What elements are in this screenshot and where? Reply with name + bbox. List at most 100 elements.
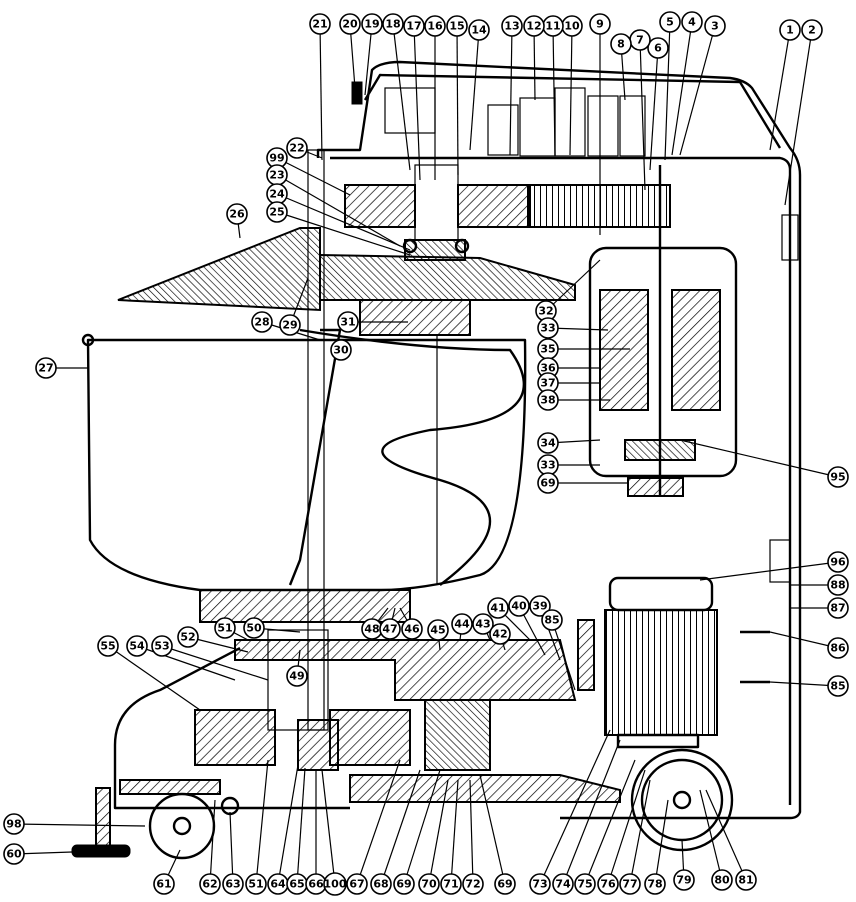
part-label-43: 43 [472, 613, 494, 635]
leader-line [13, 823, 146, 827]
part-number: 60 [6, 848, 22, 861]
part-label-35: 35 [537, 338, 559, 360]
leader-line [769, 681, 839, 687]
part-label-47: 47 [379, 618, 401, 640]
leader-line [380, 769, 421, 885]
part-label-27: 27 [35, 357, 57, 379]
second-motor-fins [604, 609, 718, 736]
part-label-26: 26 [226, 203, 248, 225]
side-panel-88 [769, 539, 791, 583]
part-label-46: 46 [401, 618, 423, 640]
part-label-79: 79 [673, 869, 695, 891]
leader-line [356, 759, 401, 885]
leader-line [469, 779, 474, 885]
leader-line [699, 789, 723, 881]
leader-line [664, 21, 671, 161]
part-label-39: 39 [529, 595, 551, 617]
part-number: 41 [490, 602, 505, 615]
part-label-22: 22 [286, 137, 308, 159]
part-label-24: 24 [266, 183, 288, 205]
part-number: 63 [225, 878, 240, 891]
part-number: 74 [555, 878, 571, 891]
breaker-bar [288, 328, 342, 586]
leader-line [276, 211, 411, 256]
part-number: 53 [154, 640, 169, 653]
part-number: 51 [248, 878, 263, 891]
leader-line [629, 779, 651, 885]
motor-base-bearing [624, 439, 696, 461]
part-number: 75 [577, 878, 592, 891]
part-number: 16 [427, 20, 443, 33]
leader-line [450, 779, 459, 885]
part-number: 24 [269, 188, 285, 201]
part-number: 12 [526, 20, 541, 33]
part-label-81: 81 [735, 869, 757, 891]
part-label-7: 7 [629, 29, 651, 51]
part-label-9: 9 [589, 13, 611, 35]
leader-line [255, 759, 269, 885]
part-number: 32 [538, 305, 553, 318]
part-label-17: 17 [403, 15, 425, 37]
part-number: 81 [738, 874, 753, 887]
part-number: 68 [373, 878, 388, 891]
part-label-25: 25 [266, 201, 288, 223]
part-label-98: 98 [3, 813, 25, 835]
part-label-75: 75 [574, 873, 596, 895]
part-label-15: 15 [446, 15, 468, 37]
part-label-21: 21 [309, 13, 331, 35]
leader-line [276, 174, 401, 247]
leader-line [769, 631, 839, 649]
part-number: 6 [654, 42, 662, 55]
motor-foot [627, 477, 684, 497]
part-number: 36 [540, 362, 556, 375]
lid-right [319, 253, 576, 301]
part-label-41: 41 [487, 597, 509, 619]
part-number: 46 [404, 623, 420, 636]
part-number: 45 [430, 624, 445, 637]
part-number: 80 [714, 874, 730, 887]
part-number: 31 [340, 316, 355, 329]
part-number: 7 [636, 34, 644, 47]
part-label-66: 66 [305, 873, 327, 895]
chassis-frame [113, 646, 350, 810]
part-label-29: 29 [279, 314, 301, 336]
caster-bolt [220, 796, 240, 816]
part-label-33: 33 [537, 454, 559, 476]
part-number: 39 [532, 600, 547, 613]
side-bracket [781, 214, 799, 261]
bearing-plate [234, 639, 577, 701]
part-number: 11 [545, 20, 560, 33]
part-label-72: 72 [462, 873, 484, 895]
part-number: 27 [38, 362, 53, 375]
part-number: 21 [312, 18, 327, 31]
motor-mount [577, 619, 595, 691]
part-label-96: 96 [827, 551, 849, 573]
part-label-23: 23 [266, 164, 288, 186]
part-number: 87 [830, 602, 845, 615]
part-label-20: 20 [339, 13, 361, 35]
leader-line [276, 157, 351, 196]
leader-line [552, 25, 556, 156]
part-label-38: 38 [537, 389, 559, 411]
part-label-51: 51 [214, 617, 236, 639]
part-label-19: 19 [361, 13, 383, 35]
front-caster [148, 792, 216, 860]
part-label-32: 32 [535, 300, 557, 322]
part-number: 73 [532, 878, 547, 891]
upper-pulley-left [344, 184, 416, 228]
part-number: 54 [129, 640, 145, 653]
part-number: 62 [202, 878, 217, 891]
part-number: 67 [349, 878, 364, 891]
part-label-28: 28 [251, 311, 273, 333]
motor-winding-right [671, 289, 721, 411]
part-label-87: 87 [827, 597, 849, 619]
component-10 [587, 95, 619, 157]
part-number: 17 [406, 20, 421, 33]
part-number: 47 [382, 623, 397, 636]
switch-box [384, 87, 436, 134]
part-number: 29 [282, 319, 297, 332]
part-label-30: 30 [330, 339, 352, 361]
leader-line [296, 767, 306, 885]
part-label-69: 69 [537, 472, 559, 494]
